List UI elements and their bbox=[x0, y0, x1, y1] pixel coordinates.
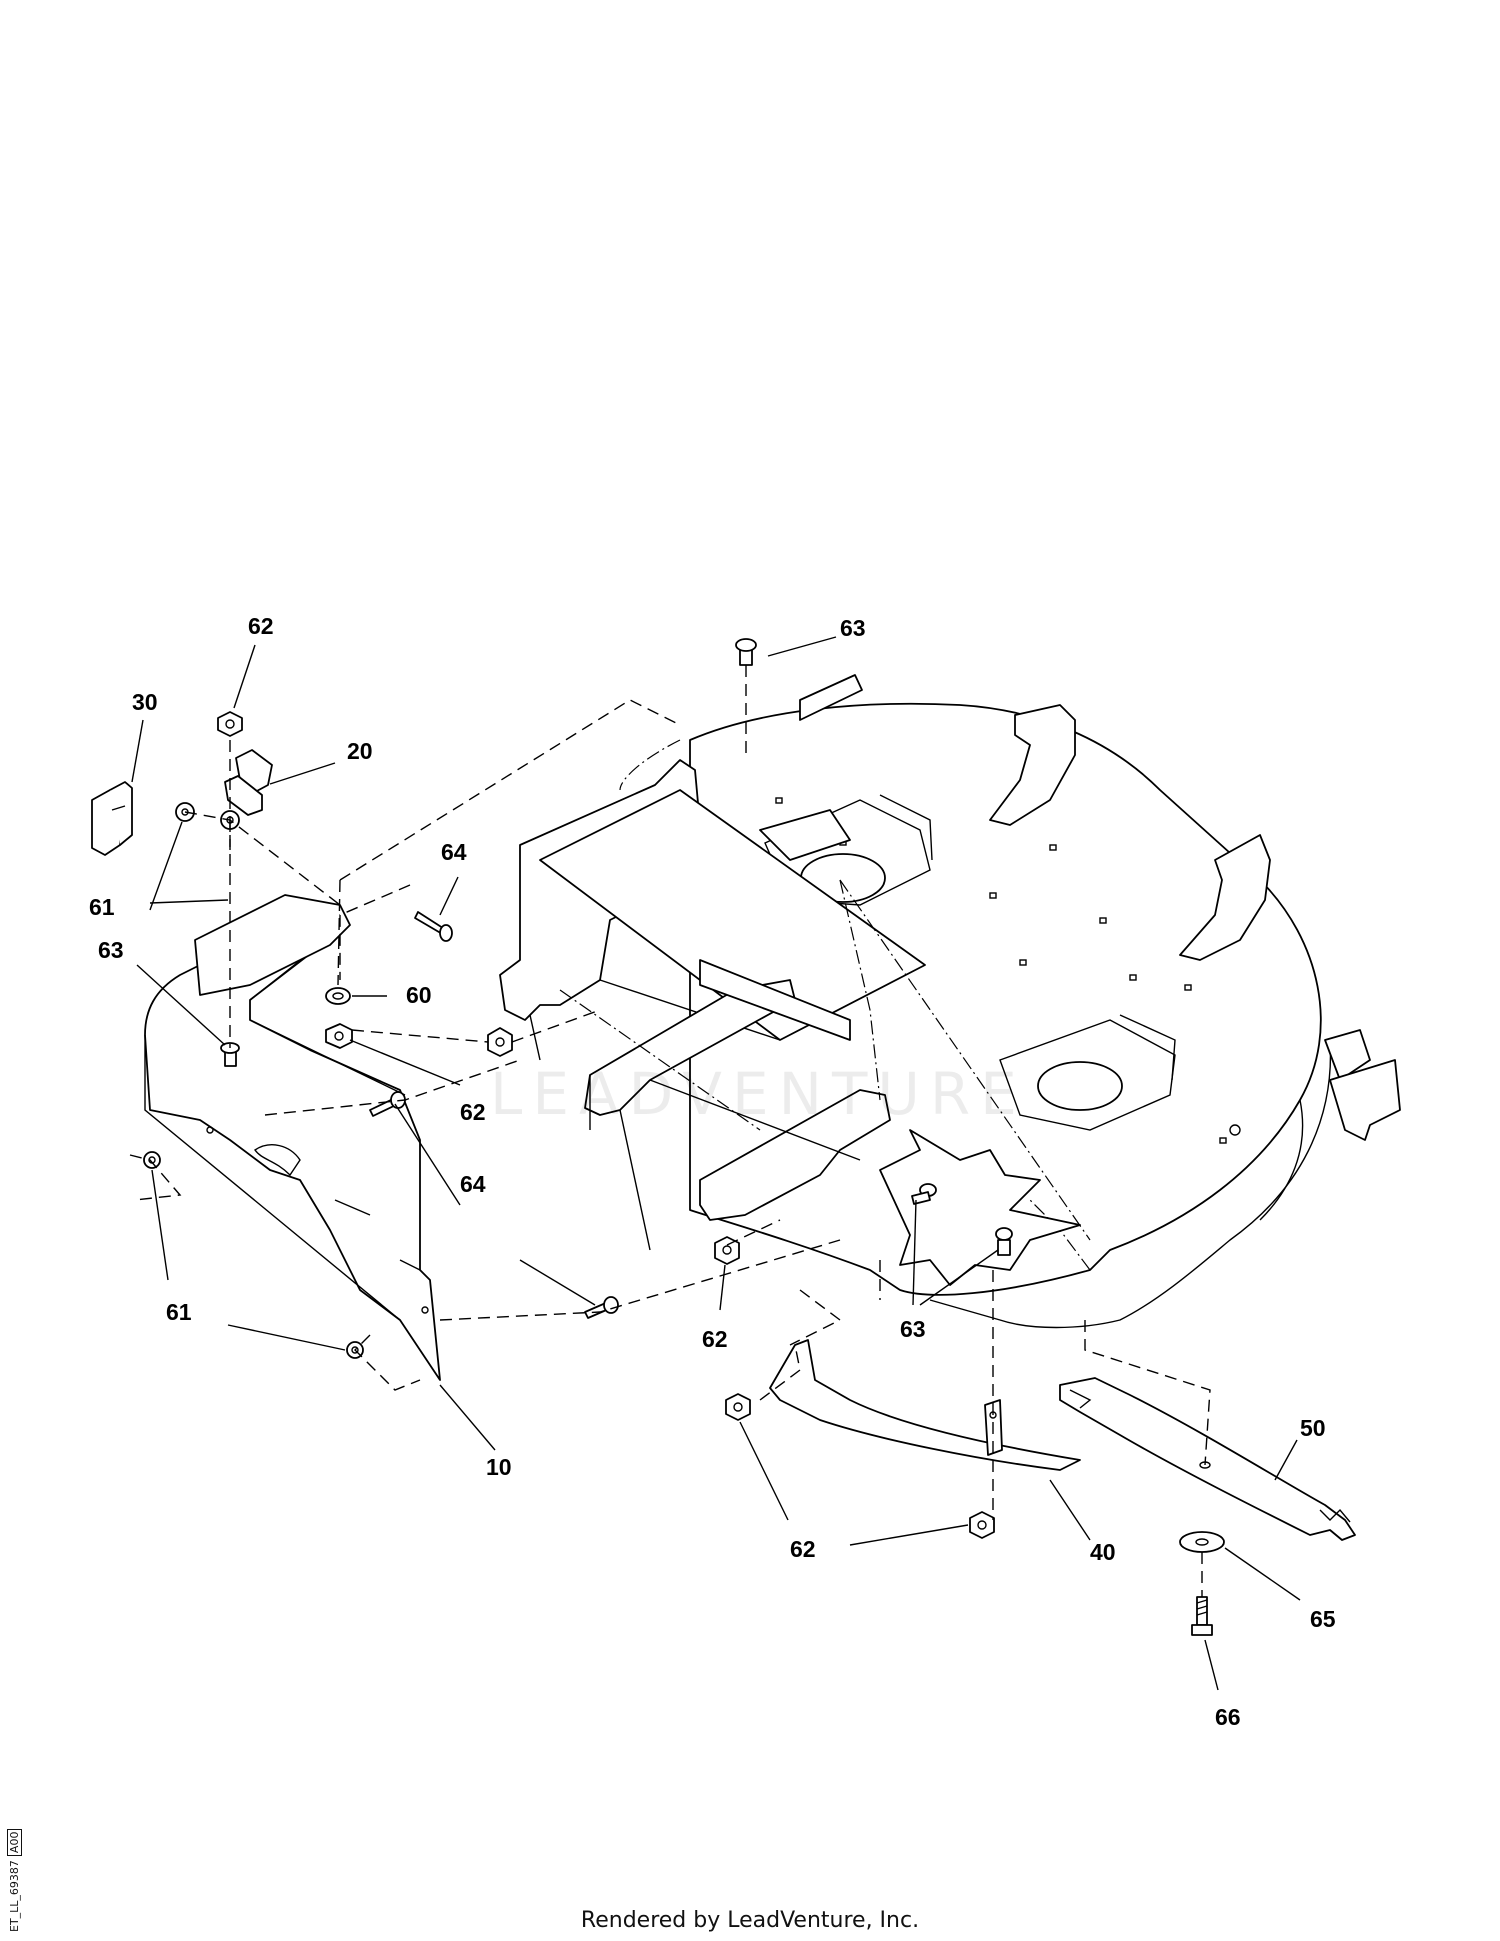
carriage-bolt-top bbox=[735, 638, 757, 666]
mower-blade bbox=[1059, 1377, 1356, 1541]
flange-nut-top bbox=[217, 711, 243, 737]
callout-66: 66 bbox=[1215, 1704, 1241, 1730]
callout-30: 30 bbox=[132, 689, 158, 715]
callout-50: 50 bbox=[1300, 1415, 1326, 1441]
callout-62-lower: 62 bbox=[702, 1326, 728, 1352]
callout-63-lower: 63 bbox=[900, 1316, 926, 1342]
mower-deck bbox=[619, 674, 1401, 1329]
flange-nut-lower bbox=[714, 1236, 995, 1539]
hanger-frame bbox=[499, 759, 1091, 1251]
callout-10: 10 bbox=[486, 1454, 512, 1480]
callout-62-bottom: 62 bbox=[790, 1536, 816, 1562]
callout-40: 40 bbox=[1090, 1539, 1116, 1565]
callout-61-top: 61 bbox=[89, 894, 115, 920]
spring-bracket bbox=[224, 749, 273, 816]
callout-65: 65 bbox=[1310, 1606, 1336, 1632]
assembly-lines bbox=[129, 665, 1211, 1597]
callout-63-left: 63 bbox=[98, 937, 124, 963]
baffle bbox=[769, 1339, 1081, 1471]
footer-credit: Rendered by LeadVenture, Inc. bbox=[580, 1908, 920, 1933]
bolt-mid bbox=[369, 1091, 619, 1319]
callout-labels: 62 30 20 61 63 64 60 62 63 64 61 10 62 6… bbox=[89, 613, 1336, 1730]
flat-washer bbox=[325, 987, 351, 1005]
cutaway-detail bbox=[879, 1129, 1081, 1286]
callout-60: 60 bbox=[406, 982, 432, 1008]
flange-nut-mid bbox=[325, 1023, 513, 1057]
blade-washer bbox=[1179, 1531, 1225, 1553]
callout-64-mid: 64 bbox=[460, 1171, 486, 1197]
callout-64-top: 64 bbox=[441, 839, 467, 865]
callout-62-mid: 62 bbox=[460, 1099, 486, 1125]
watermark: LEADVENTURE bbox=[490, 1060, 1027, 1128]
callout-20: 20 bbox=[347, 738, 373, 764]
blade-bolt bbox=[1191, 1596, 1213, 1636]
callout-61-bottom: 61 bbox=[166, 1299, 192, 1325]
bolt-top bbox=[414, 911, 453, 942]
callout-62-top: 62 bbox=[248, 613, 274, 639]
deflector-clip bbox=[91, 781, 133, 856]
drawing-revision: A00 bbox=[7, 1828, 22, 1857]
callout-63-top: 63 bbox=[840, 615, 866, 641]
leader-lines bbox=[131, 636, 1301, 1691]
